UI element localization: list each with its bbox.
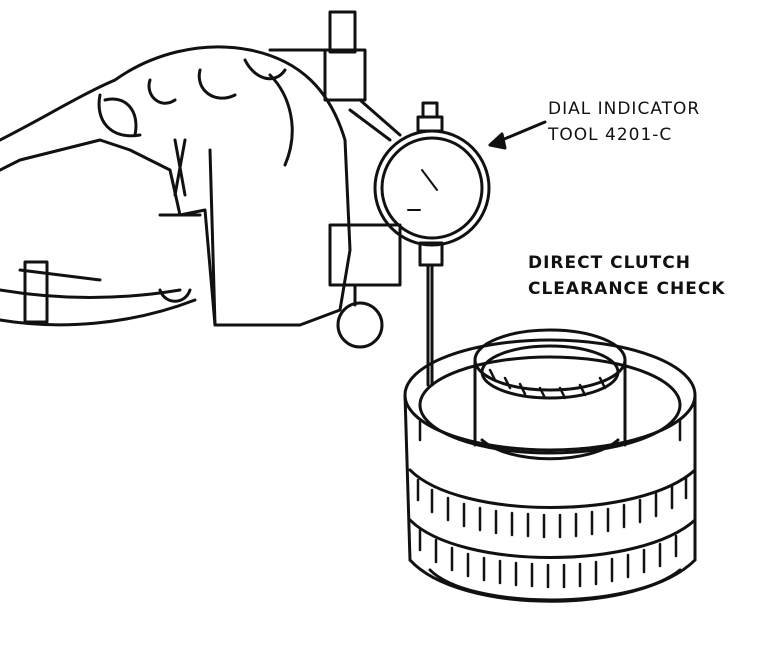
clutch-splines bbox=[416, 368, 688, 589]
callout-arrow bbox=[488, 120, 547, 150]
dial-indicator-label-line1: DIAL INDICATOR bbox=[548, 99, 701, 119]
indicator-arm bbox=[268, 10, 402, 349]
clutch-check-label: DIRECT CLUTCH CLEARANCE CHECK bbox=[528, 250, 726, 302]
dial-indicator-label-line2: TOOL 4201-C bbox=[548, 125, 673, 145]
clutch-check-label-line2: CLEARANCE CHECK bbox=[528, 279, 726, 299]
clutch-drum bbox=[403, 328, 697, 603]
fixture-housing bbox=[0, 45, 352, 327]
dial-indicator-label: DIAL INDICATOR TOOL 4201-C bbox=[548, 96, 700, 148]
clutch-check-label-line1: DIRECT CLUTCH bbox=[528, 253, 691, 273]
dial-indicator bbox=[373, 101, 491, 387]
